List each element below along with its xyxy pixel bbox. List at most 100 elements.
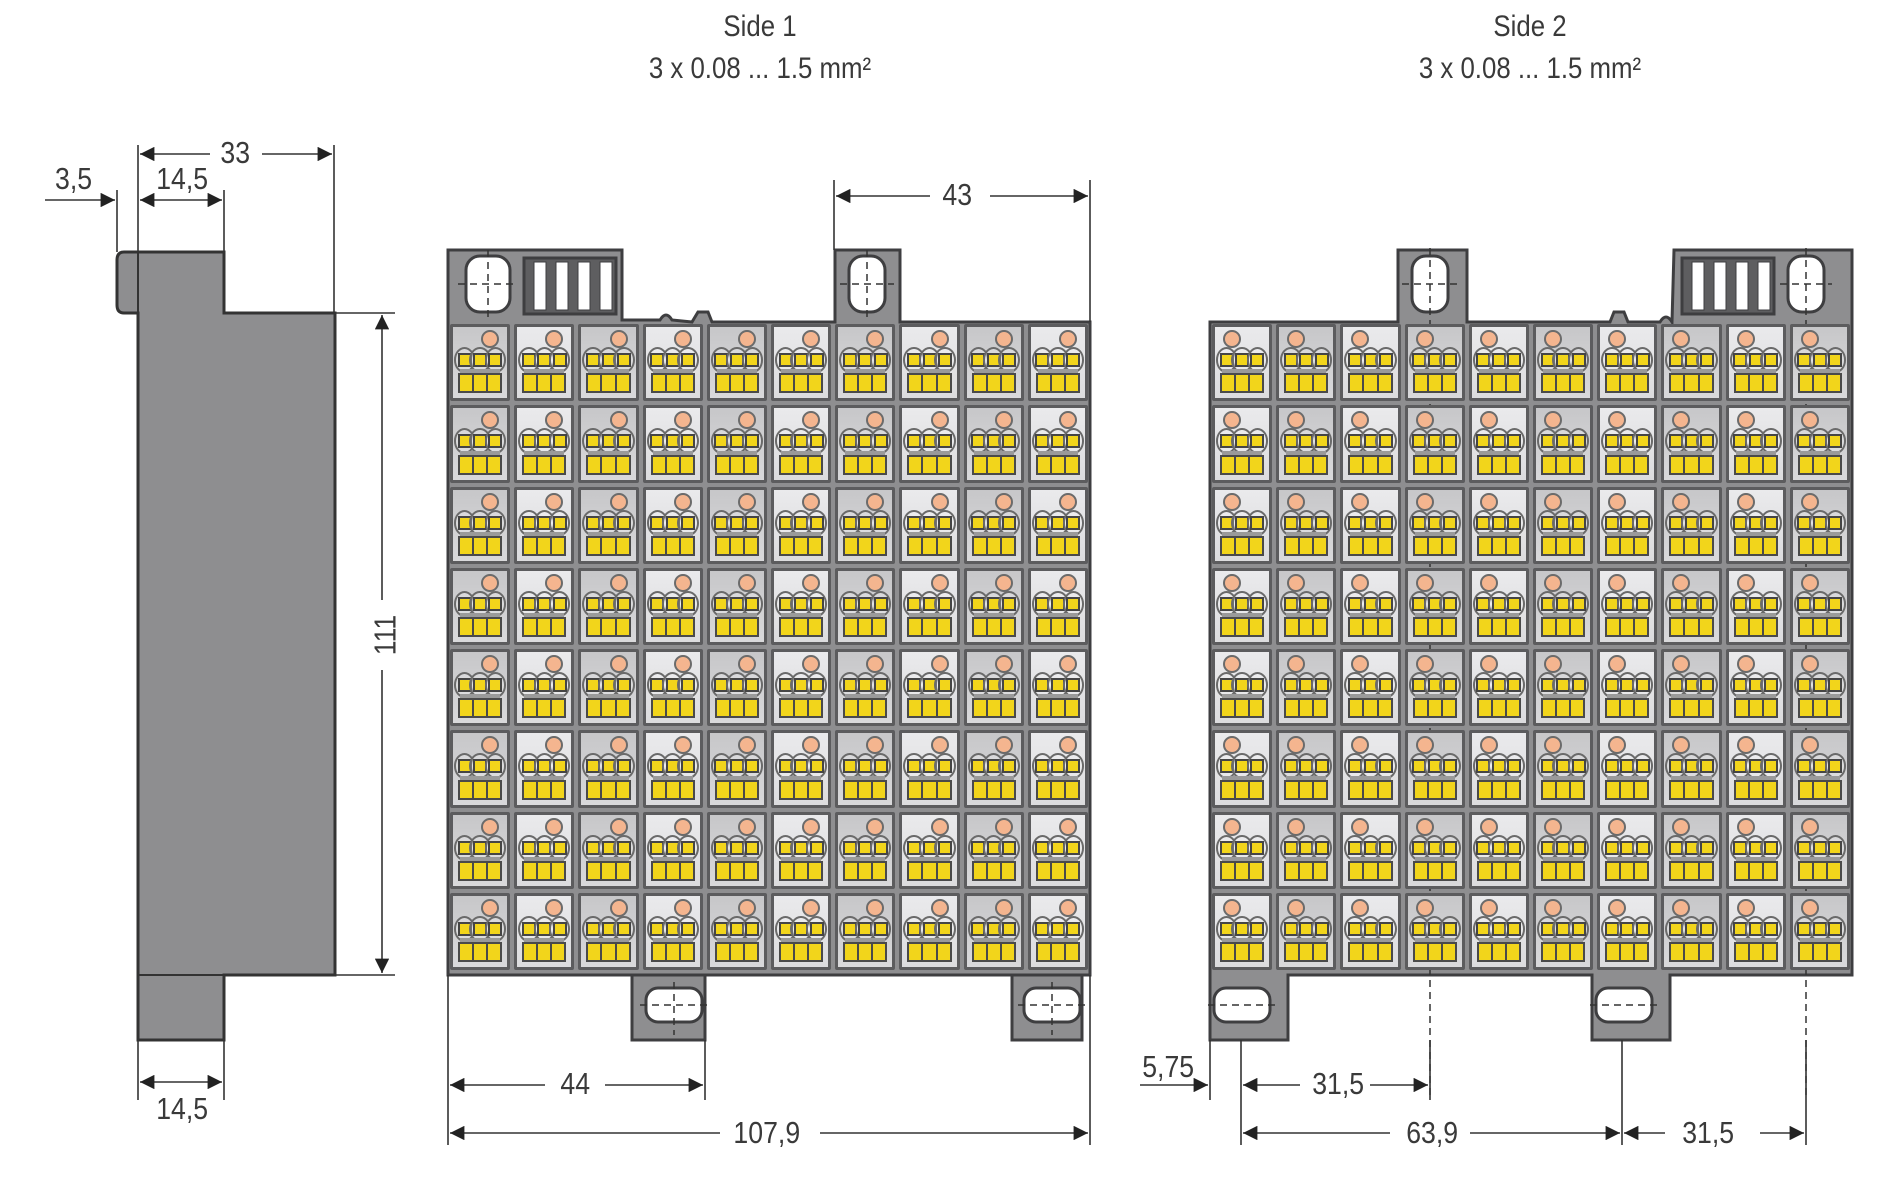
push-button-icon xyxy=(843,775,888,800)
wire-entry-icon xyxy=(454,590,507,617)
led-indicator-icon xyxy=(1736,817,1755,836)
terminal-cell xyxy=(835,486,896,564)
push-button-icon xyxy=(1035,938,1080,962)
wire-entry-icon xyxy=(582,590,635,617)
led-indicator-icon xyxy=(1608,817,1627,836)
push-button-icon xyxy=(1284,613,1329,637)
wire-entry-icon xyxy=(774,753,828,780)
terminal-cell xyxy=(514,730,575,808)
terminal-cell xyxy=(1661,486,1722,564)
wire-entry-icon xyxy=(1408,428,1461,455)
led-indicator-icon xyxy=(1736,411,1755,430)
wire-entry-icon xyxy=(454,347,507,373)
push-button-icon xyxy=(650,369,695,394)
terminal-cell xyxy=(514,324,575,402)
push-button-icon xyxy=(1540,694,1586,719)
wire-entry-icon xyxy=(710,428,763,455)
led-indicator-icon xyxy=(1479,411,1498,430)
led-indicator-icon xyxy=(1543,573,1562,592)
led-indicator-icon xyxy=(1672,492,1691,511)
terminal-cell xyxy=(1597,892,1658,970)
push-button-icon xyxy=(650,775,695,800)
wire-entry-icon xyxy=(774,672,828,698)
wire-entry-icon xyxy=(1601,834,1654,861)
push-button-icon xyxy=(1348,694,1393,719)
wire-entry-icon xyxy=(1031,590,1084,617)
wire-entry-icon xyxy=(1601,753,1654,780)
wire-entry-icon xyxy=(518,753,571,780)
push-button-icon xyxy=(843,694,888,719)
terminal-cell xyxy=(1404,730,1465,808)
push-button-icon xyxy=(1284,856,1329,881)
push-button-icon xyxy=(1035,613,1080,637)
push-button-icon xyxy=(1476,694,1521,719)
push-button-icon xyxy=(586,938,631,962)
wire-entry-icon xyxy=(1408,915,1461,942)
push-button-icon xyxy=(1540,531,1586,556)
push-button-icon xyxy=(1476,856,1521,881)
terminal-cell xyxy=(1468,405,1529,483)
terminal-cell xyxy=(1027,567,1088,645)
terminal-cell xyxy=(1276,892,1337,970)
terminal-cell xyxy=(1661,730,1722,808)
terminal-cell xyxy=(1597,405,1658,483)
led-indicator-icon xyxy=(1351,330,1370,348)
terminal-cell xyxy=(1661,811,1722,889)
terminal-cell xyxy=(963,405,1024,483)
led-indicator-icon xyxy=(1287,411,1306,430)
wire-entry-icon xyxy=(903,672,956,698)
push-button-icon xyxy=(1412,613,1457,637)
led-indicator-icon xyxy=(1800,573,1819,592)
push-button-icon xyxy=(843,531,888,556)
terminal-cell xyxy=(899,892,960,970)
terminal-cell xyxy=(706,486,767,564)
led-indicator-icon xyxy=(1351,898,1370,917)
terminal-cell xyxy=(899,486,960,564)
terminal-cell xyxy=(1725,486,1786,564)
terminal-cell xyxy=(835,730,896,808)
led-indicator-icon xyxy=(866,736,885,755)
led-indicator-icon xyxy=(1287,330,1306,348)
side1-title: Side 1 3 x 0.08 ... 1.5 mm² xyxy=(588,6,932,90)
wire-entry-icon xyxy=(839,834,892,861)
push-button-icon xyxy=(1348,450,1393,475)
led-indicator-icon xyxy=(930,573,949,592)
wire-entry-icon xyxy=(710,753,763,780)
led-indicator-icon xyxy=(481,411,500,430)
led-indicator-icon xyxy=(609,898,628,917)
wire-entry-icon xyxy=(774,590,828,617)
led-indicator-icon xyxy=(545,655,564,673)
led-indicator-icon xyxy=(930,817,949,836)
led-indicator-icon xyxy=(802,898,821,917)
push-button-icon xyxy=(1412,775,1457,800)
wire-entry-icon xyxy=(582,428,635,455)
terminal-cell xyxy=(1027,324,1088,402)
terminal-cell xyxy=(1532,486,1594,564)
terminal-cell xyxy=(835,567,896,645)
led-indicator-icon xyxy=(673,736,692,755)
terminal-cell xyxy=(770,811,832,889)
wire-entry-icon xyxy=(710,672,763,698)
push-button-icon xyxy=(971,613,1016,637)
wire-entry-icon xyxy=(1344,509,1397,536)
terminal-cell xyxy=(1725,324,1786,402)
terminal-cell xyxy=(963,567,1024,645)
led-indicator-icon xyxy=(994,655,1013,673)
led-indicator-icon xyxy=(1058,655,1077,673)
wire-entry-icon xyxy=(903,834,956,861)
terminal-cell xyxy=(1597,486,1658,564)
wire-entry-icon xyxy=(1729,509,1782,536)
wire-entry-icon xyxy=(1793,834,1846,861)
led-indicator-icon xyxy=(481,898,500,917)
terminal-cell xyxy=(706,405,767,483)
wire-entry-icon xyxy=(1536,590,1590,617)
led-indicator-icon xyxy=(930,330,949,348)
wire-entry-icon xyxy=(1216,672,1269,698)
led-indicator-icon xyxy=(1415,330,1434,348)
terminal-cell xyxy=(1404,567,1465,645)
led-indicator-icon xyxy=(1736,330,1755,348)
push-button-icon xyxy=(458,856,503,881)
terminal-cell xyxy=(1340,811,1401,889)
wire-entry-icon xyxy=(1472,834,1525,861)
led-indicator-icon xyxy=(1672,411,1691,430)
